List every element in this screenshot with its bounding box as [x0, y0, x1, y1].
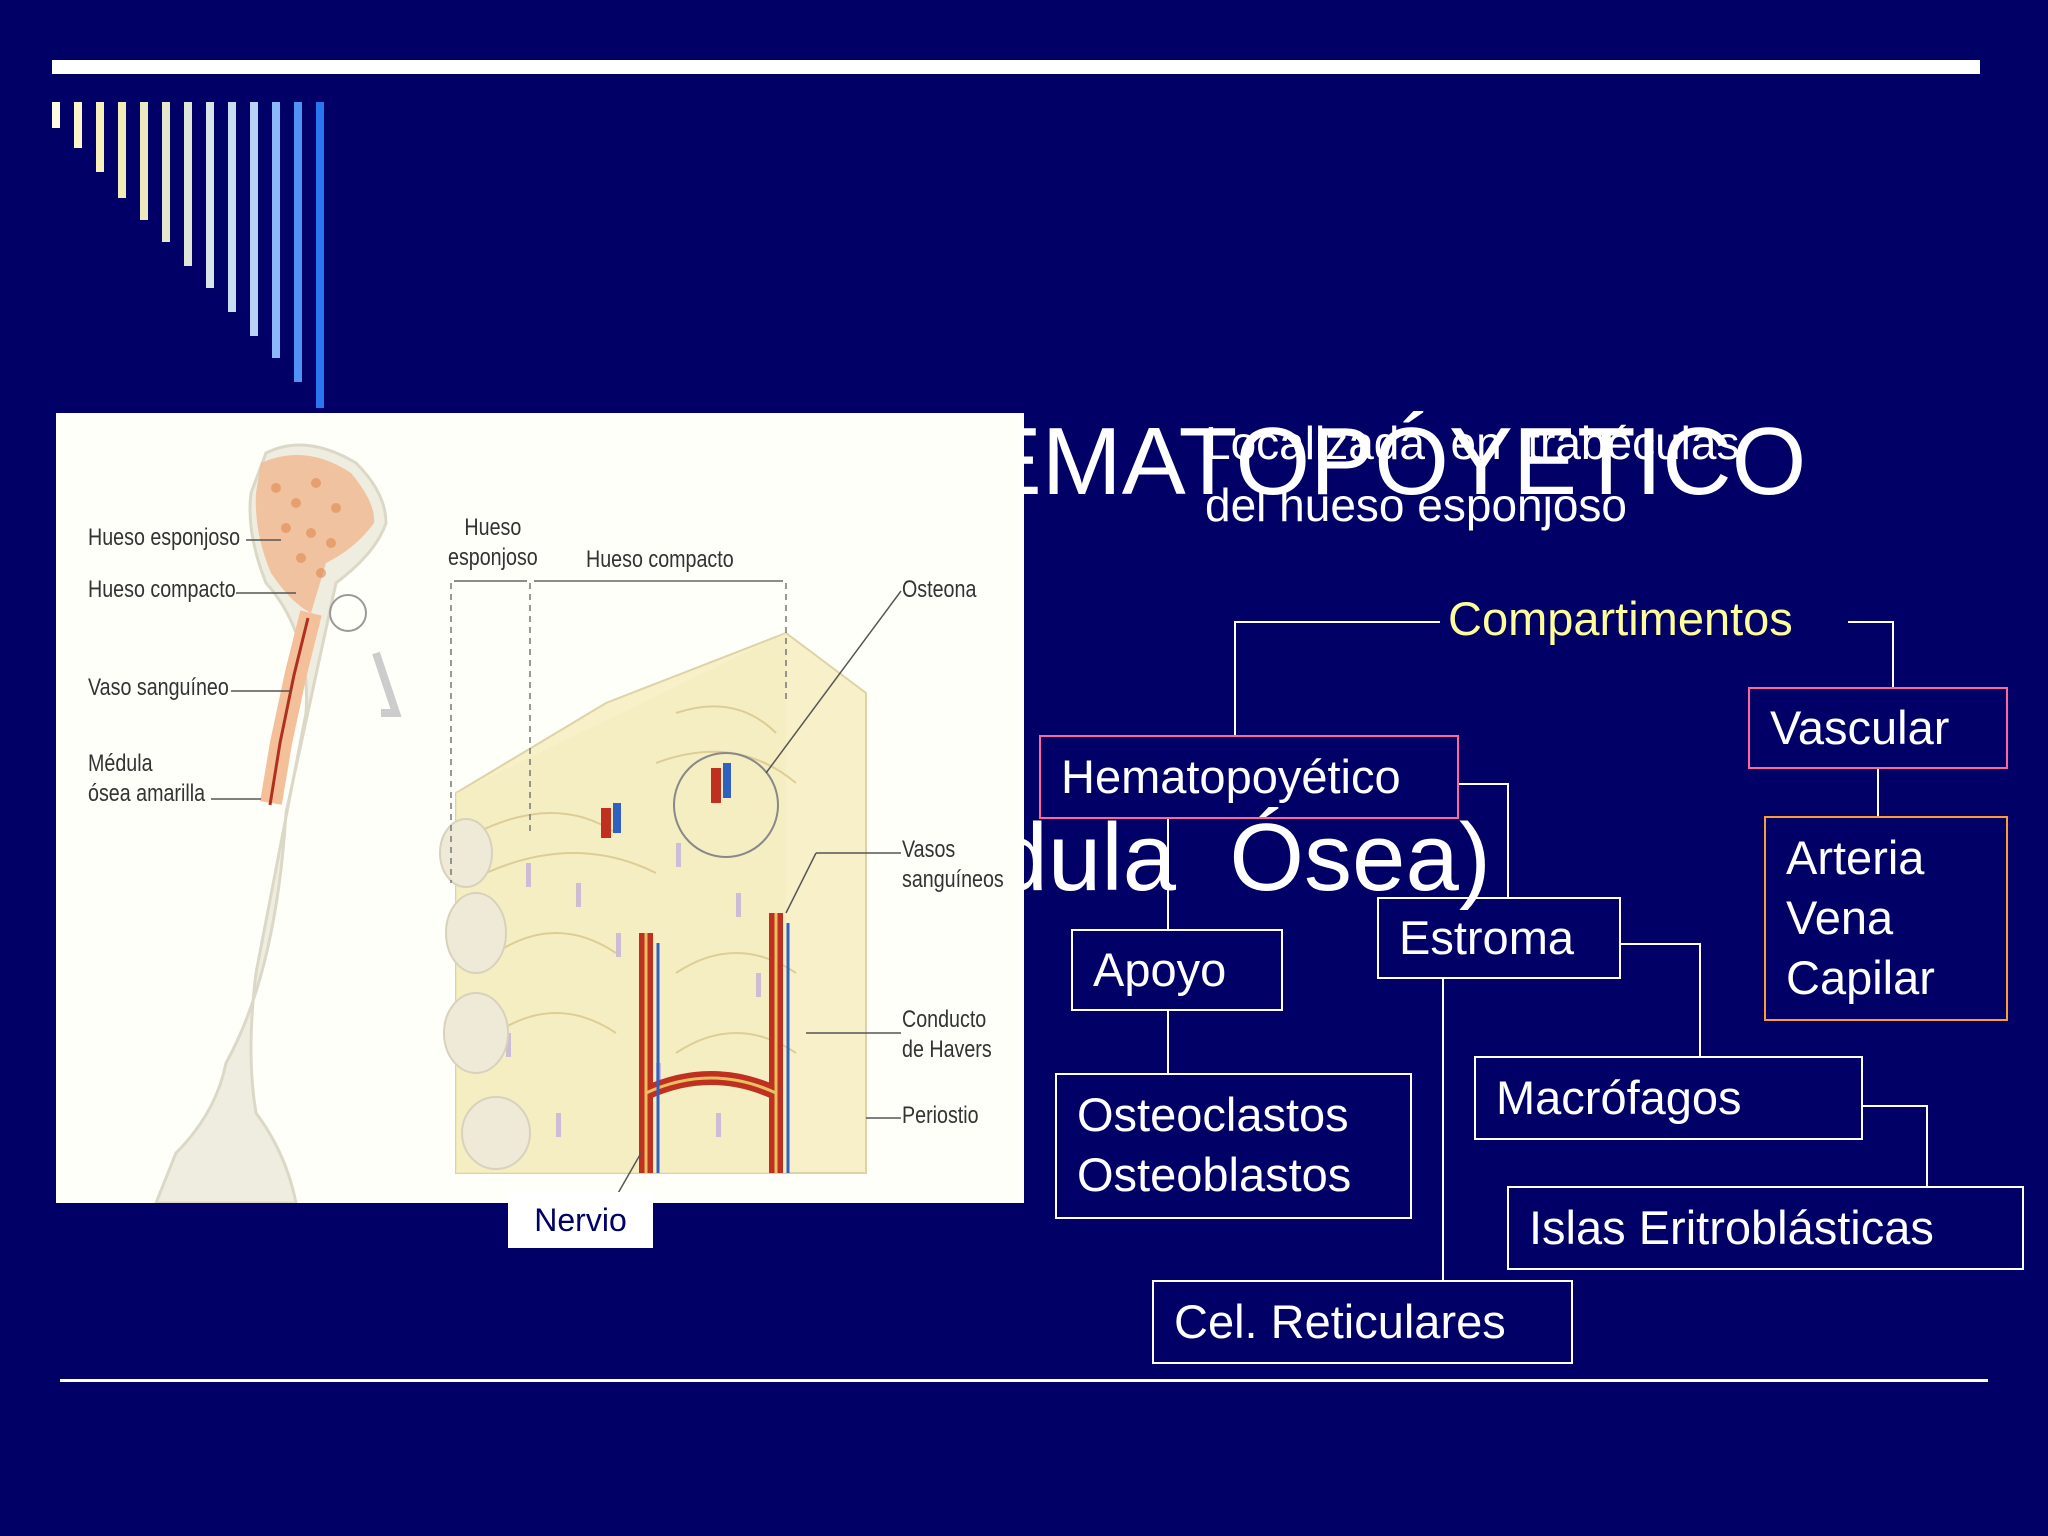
label-hueso-compacto-top: Hueso compacto — [586, 546, 734, 573]
label-hueso-esponjoso: Hueso esponjoso — [88, 524, 241, 551]
label-vaso-sanguineo: Vaso sanguíneo — [88, 674, 229, 701]
vascular-item: Vena — [1786, 891, 1894, 944]
intro-line-1: Localizada en trabéculas — [1205, 417, 1740, 469]
node-cel-reticulares: Cel. Reticulares — [1152, 1280, 1573, 1364]
label-osteona: Osteona — [902, 576, 977, 603]
stripe — [272, 102, 280, 358]
node-vascular-items: Arteria Vena Capilar — [1764, 816, 2008, 1021]
vascular-item: Arteria — [1786, 831, 1925, 884]
stripe — [228, 102, 236, 312]
stripe — [96, 102, 104, 172]
bone-drawing — [154, 443, 902, 1203]
stripe — [184, 102, 192, 266]
stripe — [74, 102, 82, 148]
vascular-item: Capilar — [1786, 951, 1935, 1004]
apoyo-item: Osteoclastos — [1077, 1088, 1349, 1141]
label-hueso-esponjoso-top: Hueso esponjoso — [448, 514, 538, 571]
top-rule — [52, 60, 1980, 74]
nervio-label: Nervio — [508, 1192, 653, 1248]
bone-illustration: Hueso esponjoso Hueso compacto Vaso sang… — [56, 413, 1024, 1203]
intro-text: Localizada en trabéculas del hueso espon… — [1205, 412, 1739, 536]
stripe — [316, 102, 324, 408]
stripe — [118, 102, 126, 198]
bottom-rule — [60, 1379, 1988, 1382]
stripe — [140, 102, 148, 220]
stripe — [250, 102, 258, 336]
node-macrofagos: Macrófagos — [1474, 1056, 1863, 1140]
root-compartimentos: Compartimentos — [1448, 592, 1793, 645]
stripe — [162, 102, 170, 242]
label-medula-line-2: ósea amarilla — [88, 780, 206, 807]
node-apoyo: Apoyo — [1071, 929, 1283, 1011]
label-vasos-sanguineos: Vasos sanguíneos — [902, 836, 1004, 893]
label-periostio: Periostio — [902, 1102, 979, 1129]
stripe — [206, 102, 214, 288]
label-medula-line-1: Médula — [88, 750, 153, 777]
label-hueso-compacto: Hueso compacto — [88, 576, 236, 603]
node-islas-eritroblasticas: Islas Eritroblásticas — [1507, 1186, 2024, 1270]
apoyo-item: Osteoblastos — [1077, 1148, 1352, 1201]
node-estroma: Estroma — [1377, 897, 1621, 979]
intro-line-2: del hueso esponjoso — [1205, 479, 1627, 531]
node-hematopoyetico: Hematopoyético — [1039, 735, 1459, 819]
node-vascular: Vascular — [1748, 687, 2008, 769]
node-apoyo-items: Osteoclastos Osteoblastos — [1055, 1073, 1412, 1219]
stripe — [294, 102, 302, 382]
stripe — [52, 102, 60, 128]
label-conducto-havers: Conducto de Havers — [902, 1006, 992, 1063]
